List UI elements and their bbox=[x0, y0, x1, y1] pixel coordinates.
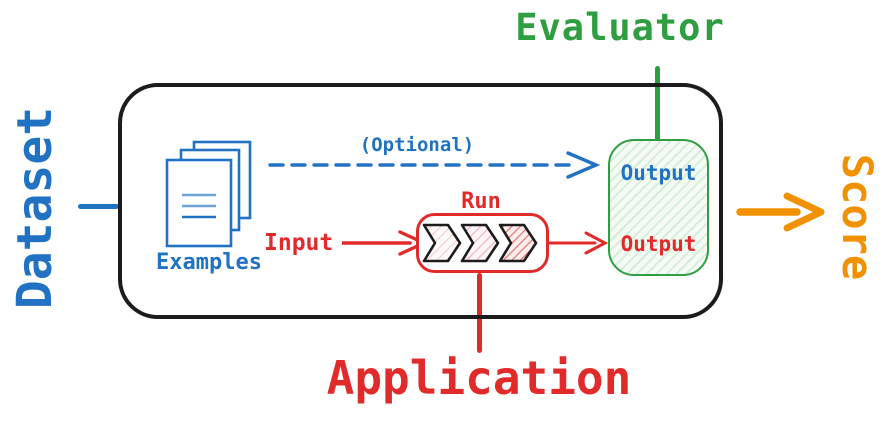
experiment-box bbox=[118, 83, 723, 319]
run-output-arrow-right-icon bbox=[549, 231, 609, 255]
optional-label: (Optional) bbox=[359, 134, 475, 156]
dataset-label: Dataset bbox=[7, 106, 63, 310]
dataset-connector-line bbox=[78, 204, 119, 209]
run-box-triple-chevron-icon bbox=[416, 213, 549, 273]
evaluator-connector-line bbox=[655, 66, 660, 142]
application-output-label: Output bbox=[620, 232, 697, 256]
dashed-arrow-right-icon bbox=[268, 151, 601, 179]
evaluator-output-box: Output Output bbox=[608, 139, 709, 276]
examples-label: Examples bbox=[156, 250, 262, 275]
documents-stack-icon bbox=[165, 140, 252, 248]
application-connector-line bbox=[477, 273, 482, 353]
evaluator-label: Evaluator bbox=[515, 6, 725, 49]
run-label: Run bbox=[461, 189, 501, 214]
score-label: Score bbox=[833, 153, 882, 281]
evaluator-output-label: Output bbox=[620, 161, 697, 185]
input-label: Input bbox=[264, 230, 334, 256]
score-arrow-right-icon bbox=[736, 192, 825, 232]
application-label: Application bbox=[326, 351, 632, 405]
